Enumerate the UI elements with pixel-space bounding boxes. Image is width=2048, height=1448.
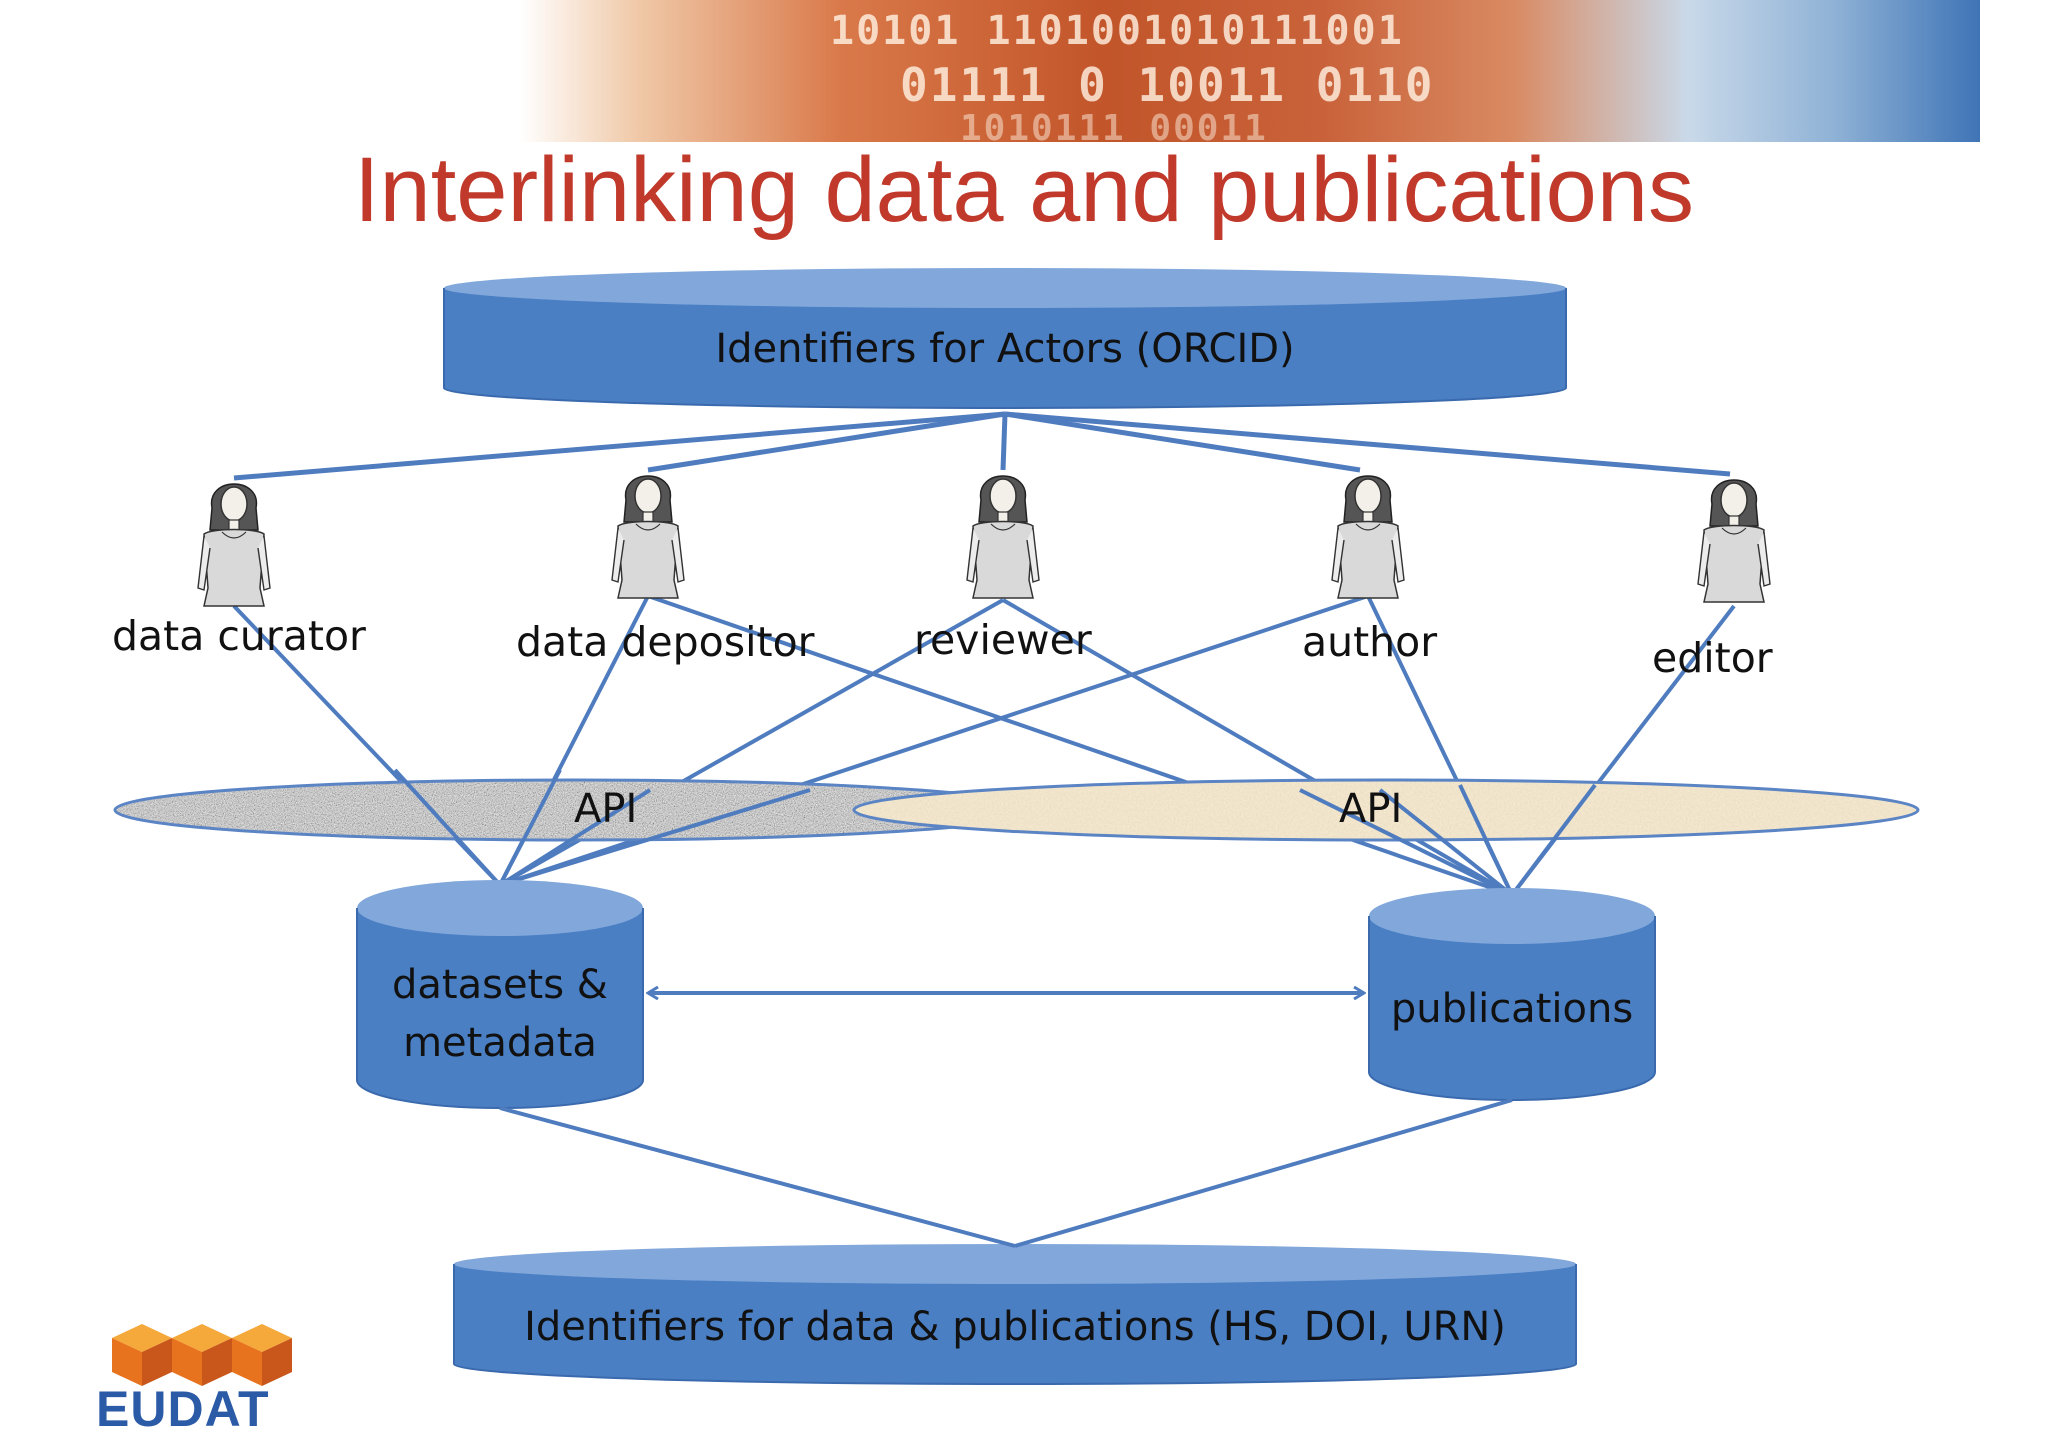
identifier-connectors [499,1098,1513,1248]
datasets-store-label: datasets & metadata [357,956,643,1072]
header-banner: 10101 1101001010111001 01111 0 10011 011… [520,0,1980,142]
connector-line [647,594,1513,897]
actor-icons [197,475,1771,607]
connector-line [1378,788,1514,897]
page-title: Interlinking data and publications [353,139,1695,241]
actor-label-data-curator: data curator [112,612,366,660]
api-ellipse-sand[interactable] [854,780,1918,840]
person-icon [1697,479,1771,603]
banner-binary-line: 01111 0 10011 0110 [900,58,1435,112]
connector-line [1001,598,1514,897]
connector-line [499,788,811,887]
person-icon [611,475,685,599]
banner-binary-line: 10101 1101001010111001 [830,8,1404,54]
connector-line [1014,1098,1513,1248]
connector-line [233,411,1006,481]
data-identifier-bar[interactable] [453,1244,1577,1385]
datasets-store[interactable] [356,880,644,1109]
connector-line [647,411,1006,473]
connector-line [1458,784,1514,896]
actor-identifier-bar[interactable] [443,268,1567,409]
connector-line [498,769,562,886]
publications-store[interactable] [1368,888,1656,1101]
banner-binary-line: 1010111 00011 [960,108,1268,142]
actor-label-author: author [1302,618,1438,666]
data-identifier-label: Identifiers for data & publications (HS,… [524,1304,1506,1350]
connector-line [1004,411,1731,477]
connector-line [393,768,502,887]
connector-line [1000,413,1008,471]
connector-line [1004,411,1361,473]
person-icon [197,483,271,607]
eudat-logo-icon [112,1324,292,1386]
publications-store-label: publications [1390,986,1634,1032]
connector-line [498,788,652,887]
store-connectors-overlay [393,768,1597,897]
actor-label-reviewer: reviewer [914,616,1092,664]
datasets-store-label-line: metadata [403,1020,597,1066]
person-icon [1331,475,1405,599]
api-ellipse-grey[interactable] [115,780,1035,840]
api-ellipse-sand-outline [852,778,1920,842]
eudat-logo-text: EUDAT [96,1381,270,1437]
api-label-data: API [574,786,638,832]
person-icon [966,475,1040,599]
connector-line [499,1106,1016,1248]
api-label-publications: API [1339,786,1403,832]
datasets-store-label-line: datasets & [392,962,608,1008]
actor-connectors [233,411,1731,481]
actor-label-editor: editor [1652,634,1773,682]
actor-label-data-depositor: data depositor [516,618,815,666]
connector-line [1299,788,1513,897]
actor-identifier-label: Identifiers for Actors (ORCID) [715,326,1295,372]
connector-line [1510,783,1597,897]
